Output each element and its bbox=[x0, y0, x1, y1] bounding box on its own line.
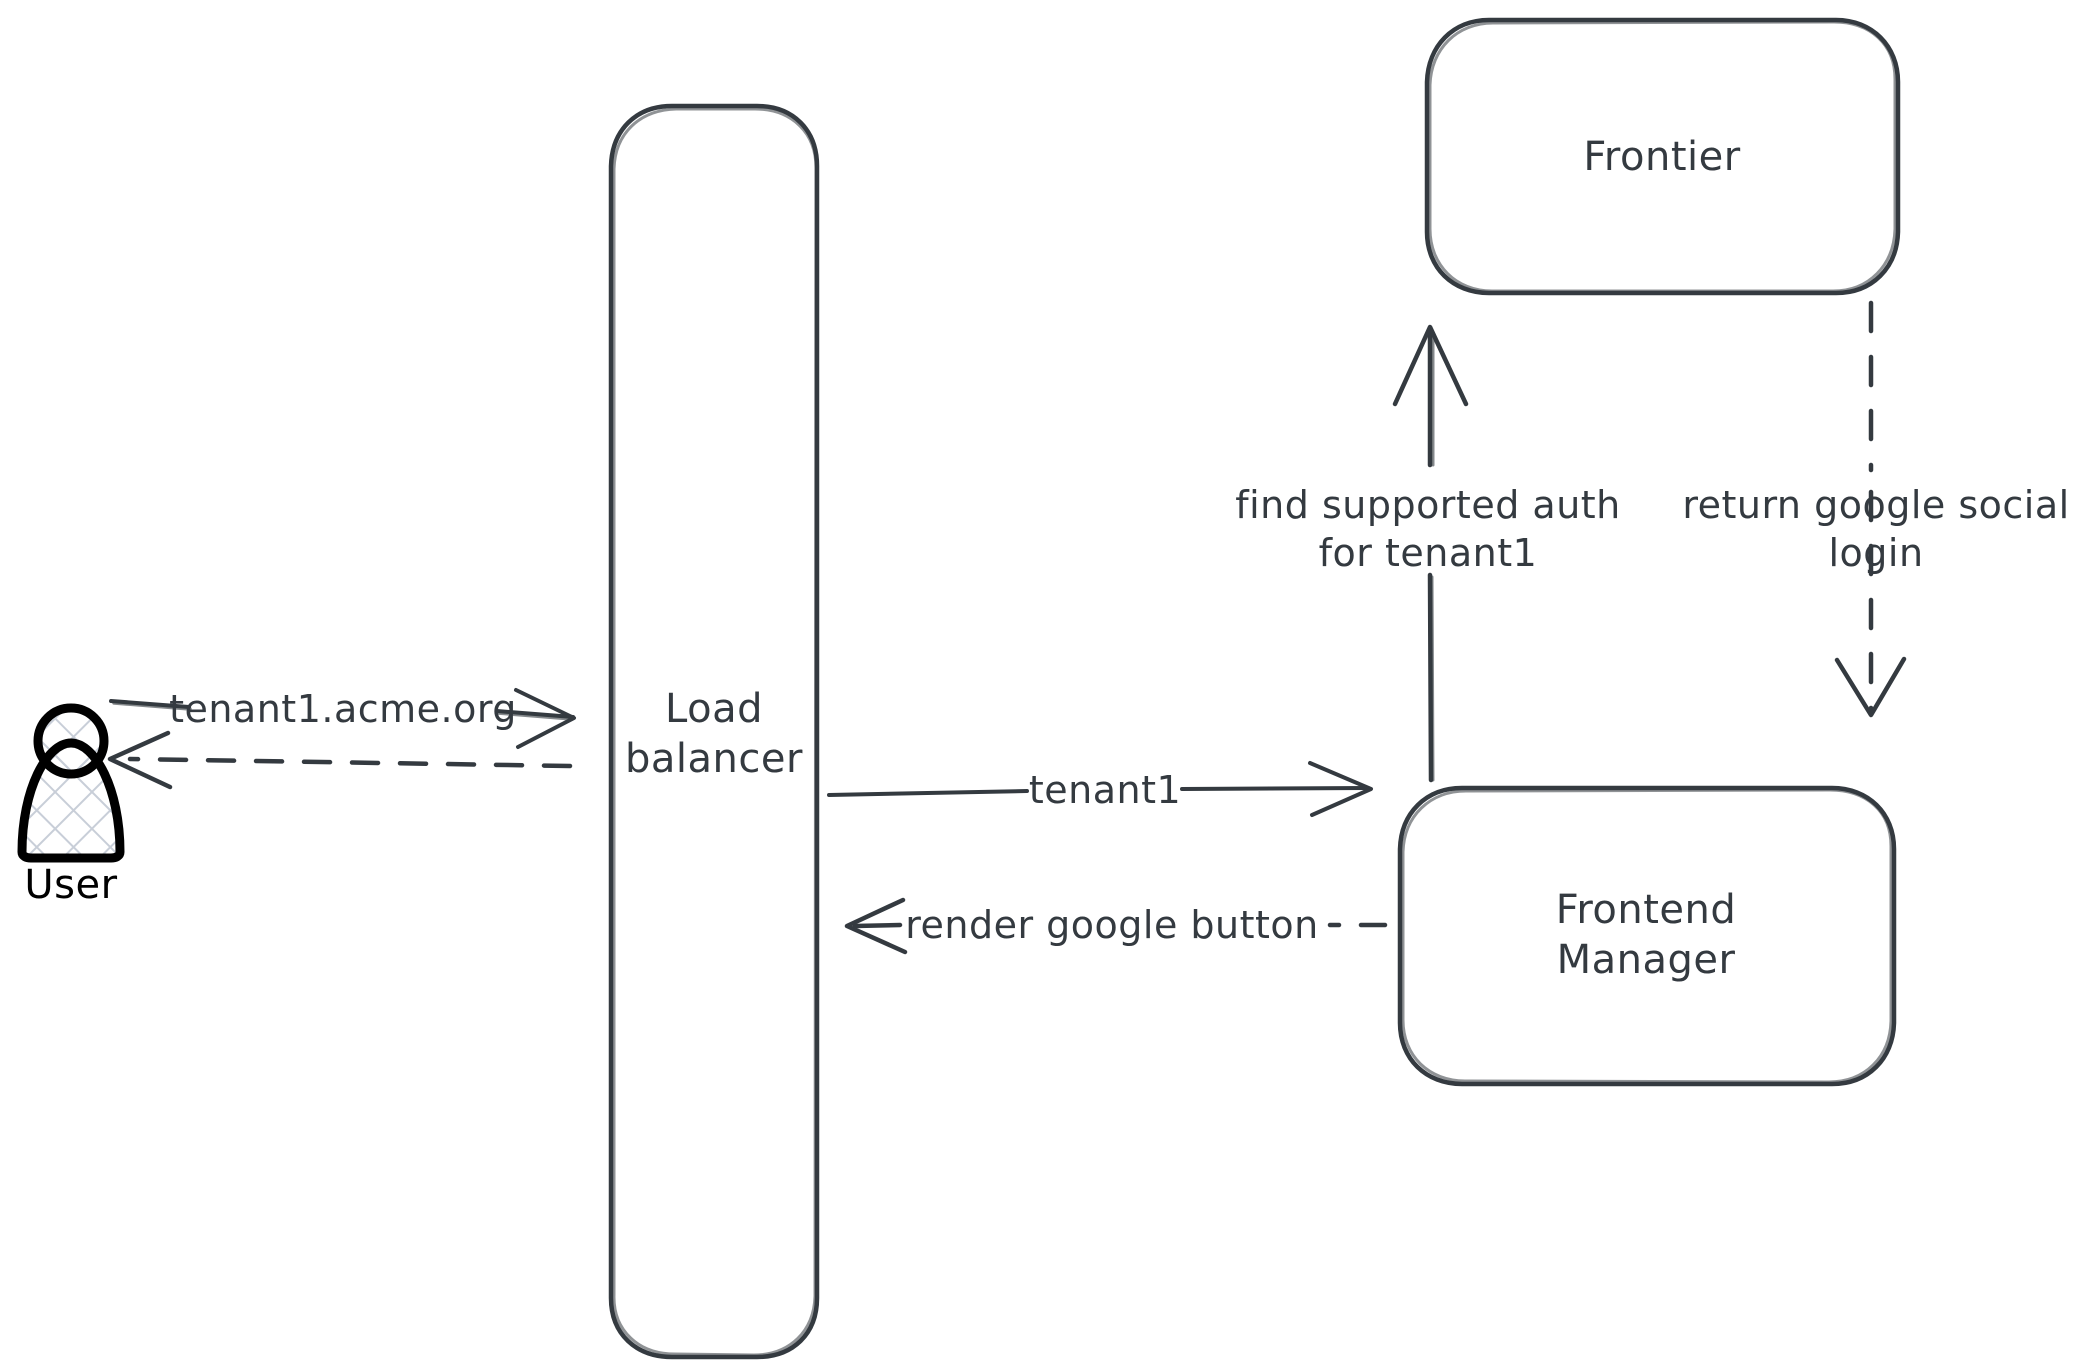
user-body-icon bbox=[17, 738, 125, 863]
load-balancer-label-line1: Load bbox=[665, 686, 763, 732]
edge-label-fm-to-lb: render google button bbox=[905, 903, 1319, 947]
edge-frontier-to-fm[interactable]: return google social login bbox=[1682, 300, 2069, 718]
frontier-label-line1: Frontier bbox=[1583, 134, 1740, 180]
frontend-manager-label-line2: Manager bbox=[1557, 937, 1736, 983]
edge-lb-to-user[interactable] bbox=[107, 730, 573, 790]
edge-label-fm-to-frontier-line2: for tenant1 bbox=[1319, 531, 1538, 575]
actor-user[interactable]: User bbox=[17, 703, 125, 908]
edge-label-fm-to-frontier-line1: find supported auth bbox=[1235, 483, 1621, 527]
user-body-fill bbox=[23, 742, 119, 857]
edge-label-lb-to-fm: tenant1 bbox=[1029, 768, 1181, 812]
load-balancer-label-line2: balancer bbox=[625, 736, 803, 782]
node-frontier[interactable]: Frontier bbox=[1424, 17, 1901, 296]
edge-user-to-lb[interactable]: tenant1.acme.org bbox=[109, 687, 576, 749]
user-label: User bbox=[24, 862, 117, 908]
edge-label-frontier-to-fm-line2: login bbox=[1828, 531, 1923, 575]
node-frontend-manager[interactable]: Frontend Manager bbox=[1397, 785, 1897, 1087]
node-load-balancer[interactable]: Load balancer bbox=[608, 103, 820, 1360]
frontend-manager-label-line1: Frontend bbox=[1556, 887, 1737, 933]
edge-lb-to-fm[interactable]: tenant1 bbox=[827, 761, 1373, 817]
edge-label-frontier-to-fm-line1: return google social bbox=[1682, 483, 2069, 527]
edge-fm-to-frontier[interactable]: find supported auth for tenant1 bbox=[1235, 324, 1621, 783]
edge-fm-to-lb[interactable]: render google button bbox=[844, 897, 1388, 955]
edge-label-user-to-lb: tenant1.acme.org bbox=[169, 687, 517, 731]
user-head-icon bbox=[33, 703, 109, 779]
